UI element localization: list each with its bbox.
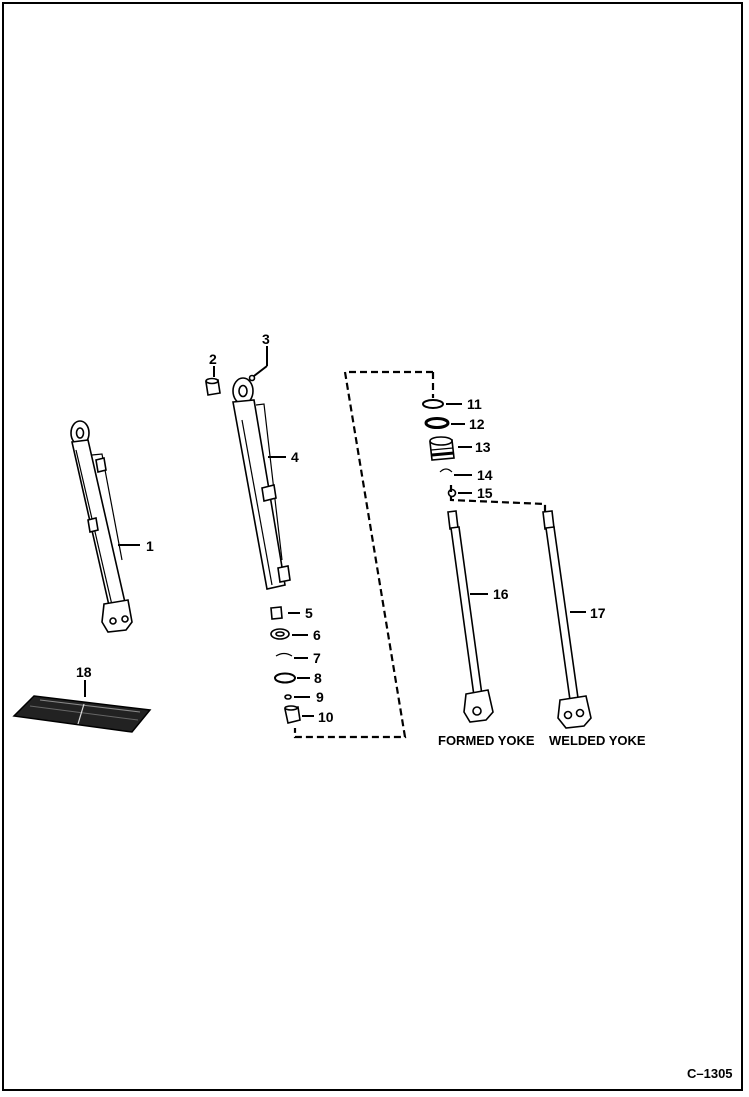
callout-2: 2 [209,351,217,367]
part-12-backup-ring [424,417,450,429]
callout-7: 7 [313,650,321,666]
callout-4: 4 [291,449,299,465]
callout-15: 15 [477,485,493,501]
callout-17: 17 [590,605,606,621]
part-18-decal [12,695,152,733]
callout-5: 5 [305,605,313,621]
part-6-seal [270,628,290,640]
part-13-piston [429,436,455,461]
dashed-group-bracket [293,370,433,739]
part-14-seal [439,468,453,473]
part-4-cylinder-barrel [232,377,291,590]
callout-12: 12 [469,416,485,432]
caption-welded-yoke: WELDED YOKE [549,733,646,748]
part-8-o-ring [274,672,296,684]
dashed-rod-link [449,485,547,512]
callout-11: 11 [467,396,482,412]
callout-13: 13 [475,439,491,455]
callout-1: 1 [146,538,154,554]
callout-16: 16 [493,586,509,602]
callout-3: 3 [262,331,270,347]
callout-18: 18 [76,664,92,680]
part-5-gland-nut [270,606,283,620]
part-10-head [284,705,301,724]
part-11-o-ring [422,399,444,409]
part-16-rod-formed-yoke [447,510,494,723]
part-3-grease-fitting [248,374,256,382]
figure-number: C–1305 [687,1066,733,1081]
caption-formed-yoke: FORMED YOKE [438,733,535,748]
part-9-wiper [284,694,292,700]
callout-10: 10 [318,709,334,725]
callout-8: 8 [314,670,322,686]
part-17-rod-welded-yoke [542,510,592,729]
leader-line-3b [253,365,268,377]
callout-9: 9 [316,689,324,705]
callout-6: 6 [313,627,321,643]
callout-14: 14 [477,467,493,483]
part-2-bushing [205,377,221,396]
part-7-backup-ring [275,652,293,657]
part-1-assembled-cylinder [70,420,133,633]
